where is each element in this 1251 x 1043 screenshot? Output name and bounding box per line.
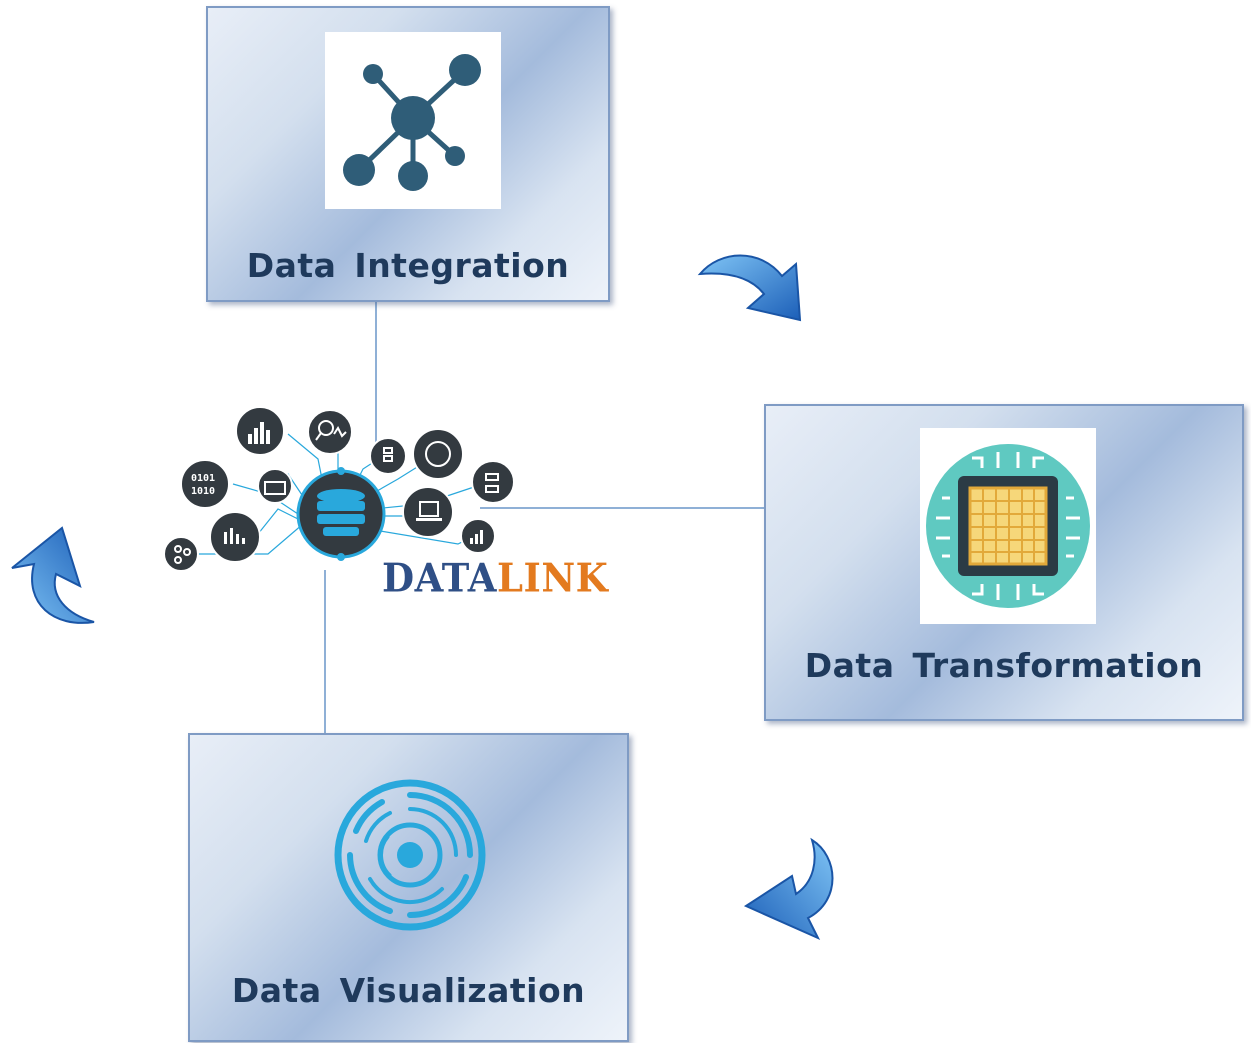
cpu-chip-icon — [926, 444, 1090, 608]
card-title-transformation: Data Transformation — [804, 646, 1204, 685]
card-data-integration: Data Integration — [206, 6, 610, 302]
curved-arrow-right-down-icon — [697, 254, 802, 322]
datalink-logo: DATALINK — [382, 555, 608, 601]
curved-arrow-up-icon — [11, 526, 95, 624]
transformation-icon-box — [920, 428, 1096, 624]
network-nodes-icon — [343, 54, 481, 191]
curved-arrow-left-down-icon — [743, 837, 834, 941]
card-title-visualization: Data Visualization — [231, 971, 586, 1010]
card-title-integration: Data Integration — [246, 246, 570, 285]
datalink-hub: 0101 1010 DATALINK — [158, 404, 608, 604]
svg-text:0101: 0101 — [191, 473, 215, 484]
connector-integration — [375, 300, 377, 450]
hub-network-graphic: 0101 1010 — [163, 406, 515, 572]
card-data-transformation: Data Transformation — [764, 404, 1244, 721]
logo-link-text: LINK — [497, 554, 609, 602]
integration-icon-box — [325, 32, 501, 209]
connector-visualization — [324, 570, 326, 734]
logo-data-text: DATA — [382, 554, 497, 602]
concentric-target-icon — [334, 779, 486, 931]
svg-text:1010: 1010 — [191, 486, 215, 497]
card-data-visualization: Data Visualization — [188, 733, 629, 1042]
connector-transformation — [480, 507, 765, 509]
